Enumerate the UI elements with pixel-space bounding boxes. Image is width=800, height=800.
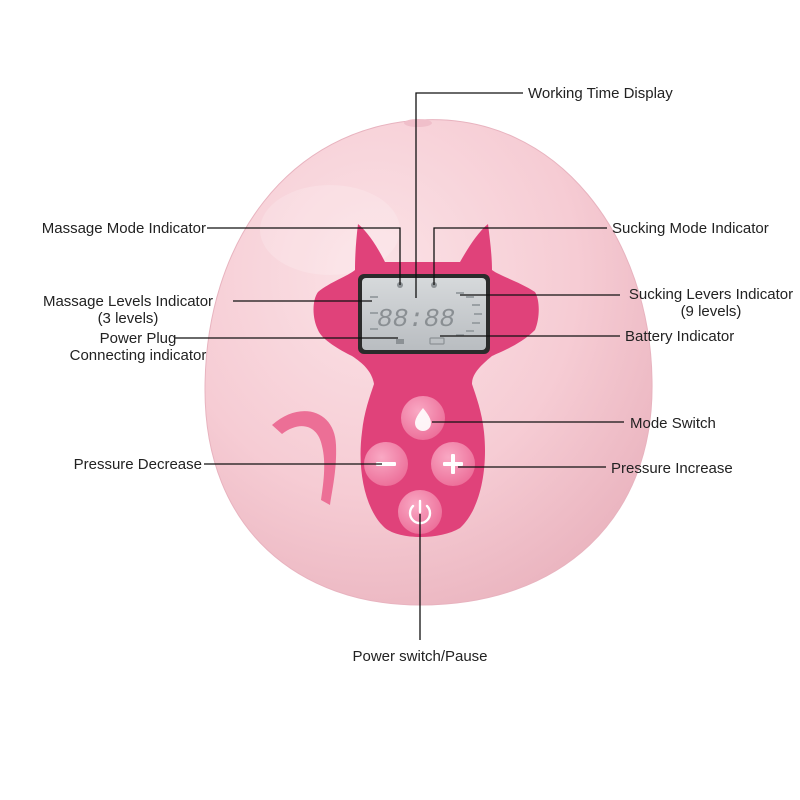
leader-sucking-mode bbox=[433, 227, 607, 285]
label-mode-switch: Mode Switch bbox=[630, 415, 716, 432]
label-massage-levels-indicator: Massage Levels Indicator (3 levels) bbox=[24, 293, 232, 327]
label-massage-levels-sub: (3 levels) bbox=[97, 310, 159, 327]
leader-working-time bbox=[415, 92, 523, 298]
label-pressure-decrease: Pressure Decrease bbox=[73, 456, 202, 473]
battery-segment-icon bbox=[429, 337, 445, 345]
label-power-plug: Power Plug Connecting indicator bbox=[58, 330, 218, 364]
label-massage-mode-indicator: Massage Mode Indicator bbox=[41, 220, 206, 237]
label-sucking-levers-title: Sucking Levers Indicator bbox=[628, 286, 794, 303]
pressure-increase-button[interactable] bbox=[431, 442, 475, 486]
label-power-plug-title: Power Plug bbox=[99, 330, 177, 347]
pressure-decrease-button[interactable] bbox=[364, 442, 408, 486]
leader-lines bbox=[175, 92, 624, 640]
label-pressure-increase: Pressure Increase bbox=[611, 460, 733, 477]
mode-switch-button[interactable] bbox=[401, 396, 445, 440]
sucking-levels-segments bbox=[456, 292, 482, 336]
minus-icon bbox=[376, 462, 396, 466]
label-sucking-mode-indicator: Sucking Mode Indicator bbox=[612, 220, 769, 237]
label-battery-indicator: Battery Indicator bbox=[625, 328, 735, 345]
lcd-screen: 88:88 bbox=[358, 274, 490, 354]
label-sucking-levers-sub: (9 levels) bbox=[680, 303, 742, 320]
label-power-switch-pause: Power switch/Pause bbox=[352, 648, 488, 665]
label-working-time-display: Working Time Display bbox=[528, 85, 673, 102]
label-massage-levels-title: Massage Levels Indicator bbox=[42, 293, 214, 310]
droplet-icon bbox=[415, 408, 431, 431]
leader-massage-mode bbox=[207, 227, 401, 285]
power-plug-segment-icon bbox=[396, 339, 404, 344]
time-readout: 88:88 bbox=[377, 304, 455, 334]
plus-icon bbox=[443, 454, 463, 474]
label-power-plug-sub: Connecting indicator bbox=[69, 347, 207, 364]
massage-levels-segments bbox=[370, 296, 378, 330]
cat-tail-decoration bbox=[272, 411, 337, 505]
label-sucking-levers-indicator: Sucking Levers Indicator (9 levels) bbox=[622, 286, 800, 320]
